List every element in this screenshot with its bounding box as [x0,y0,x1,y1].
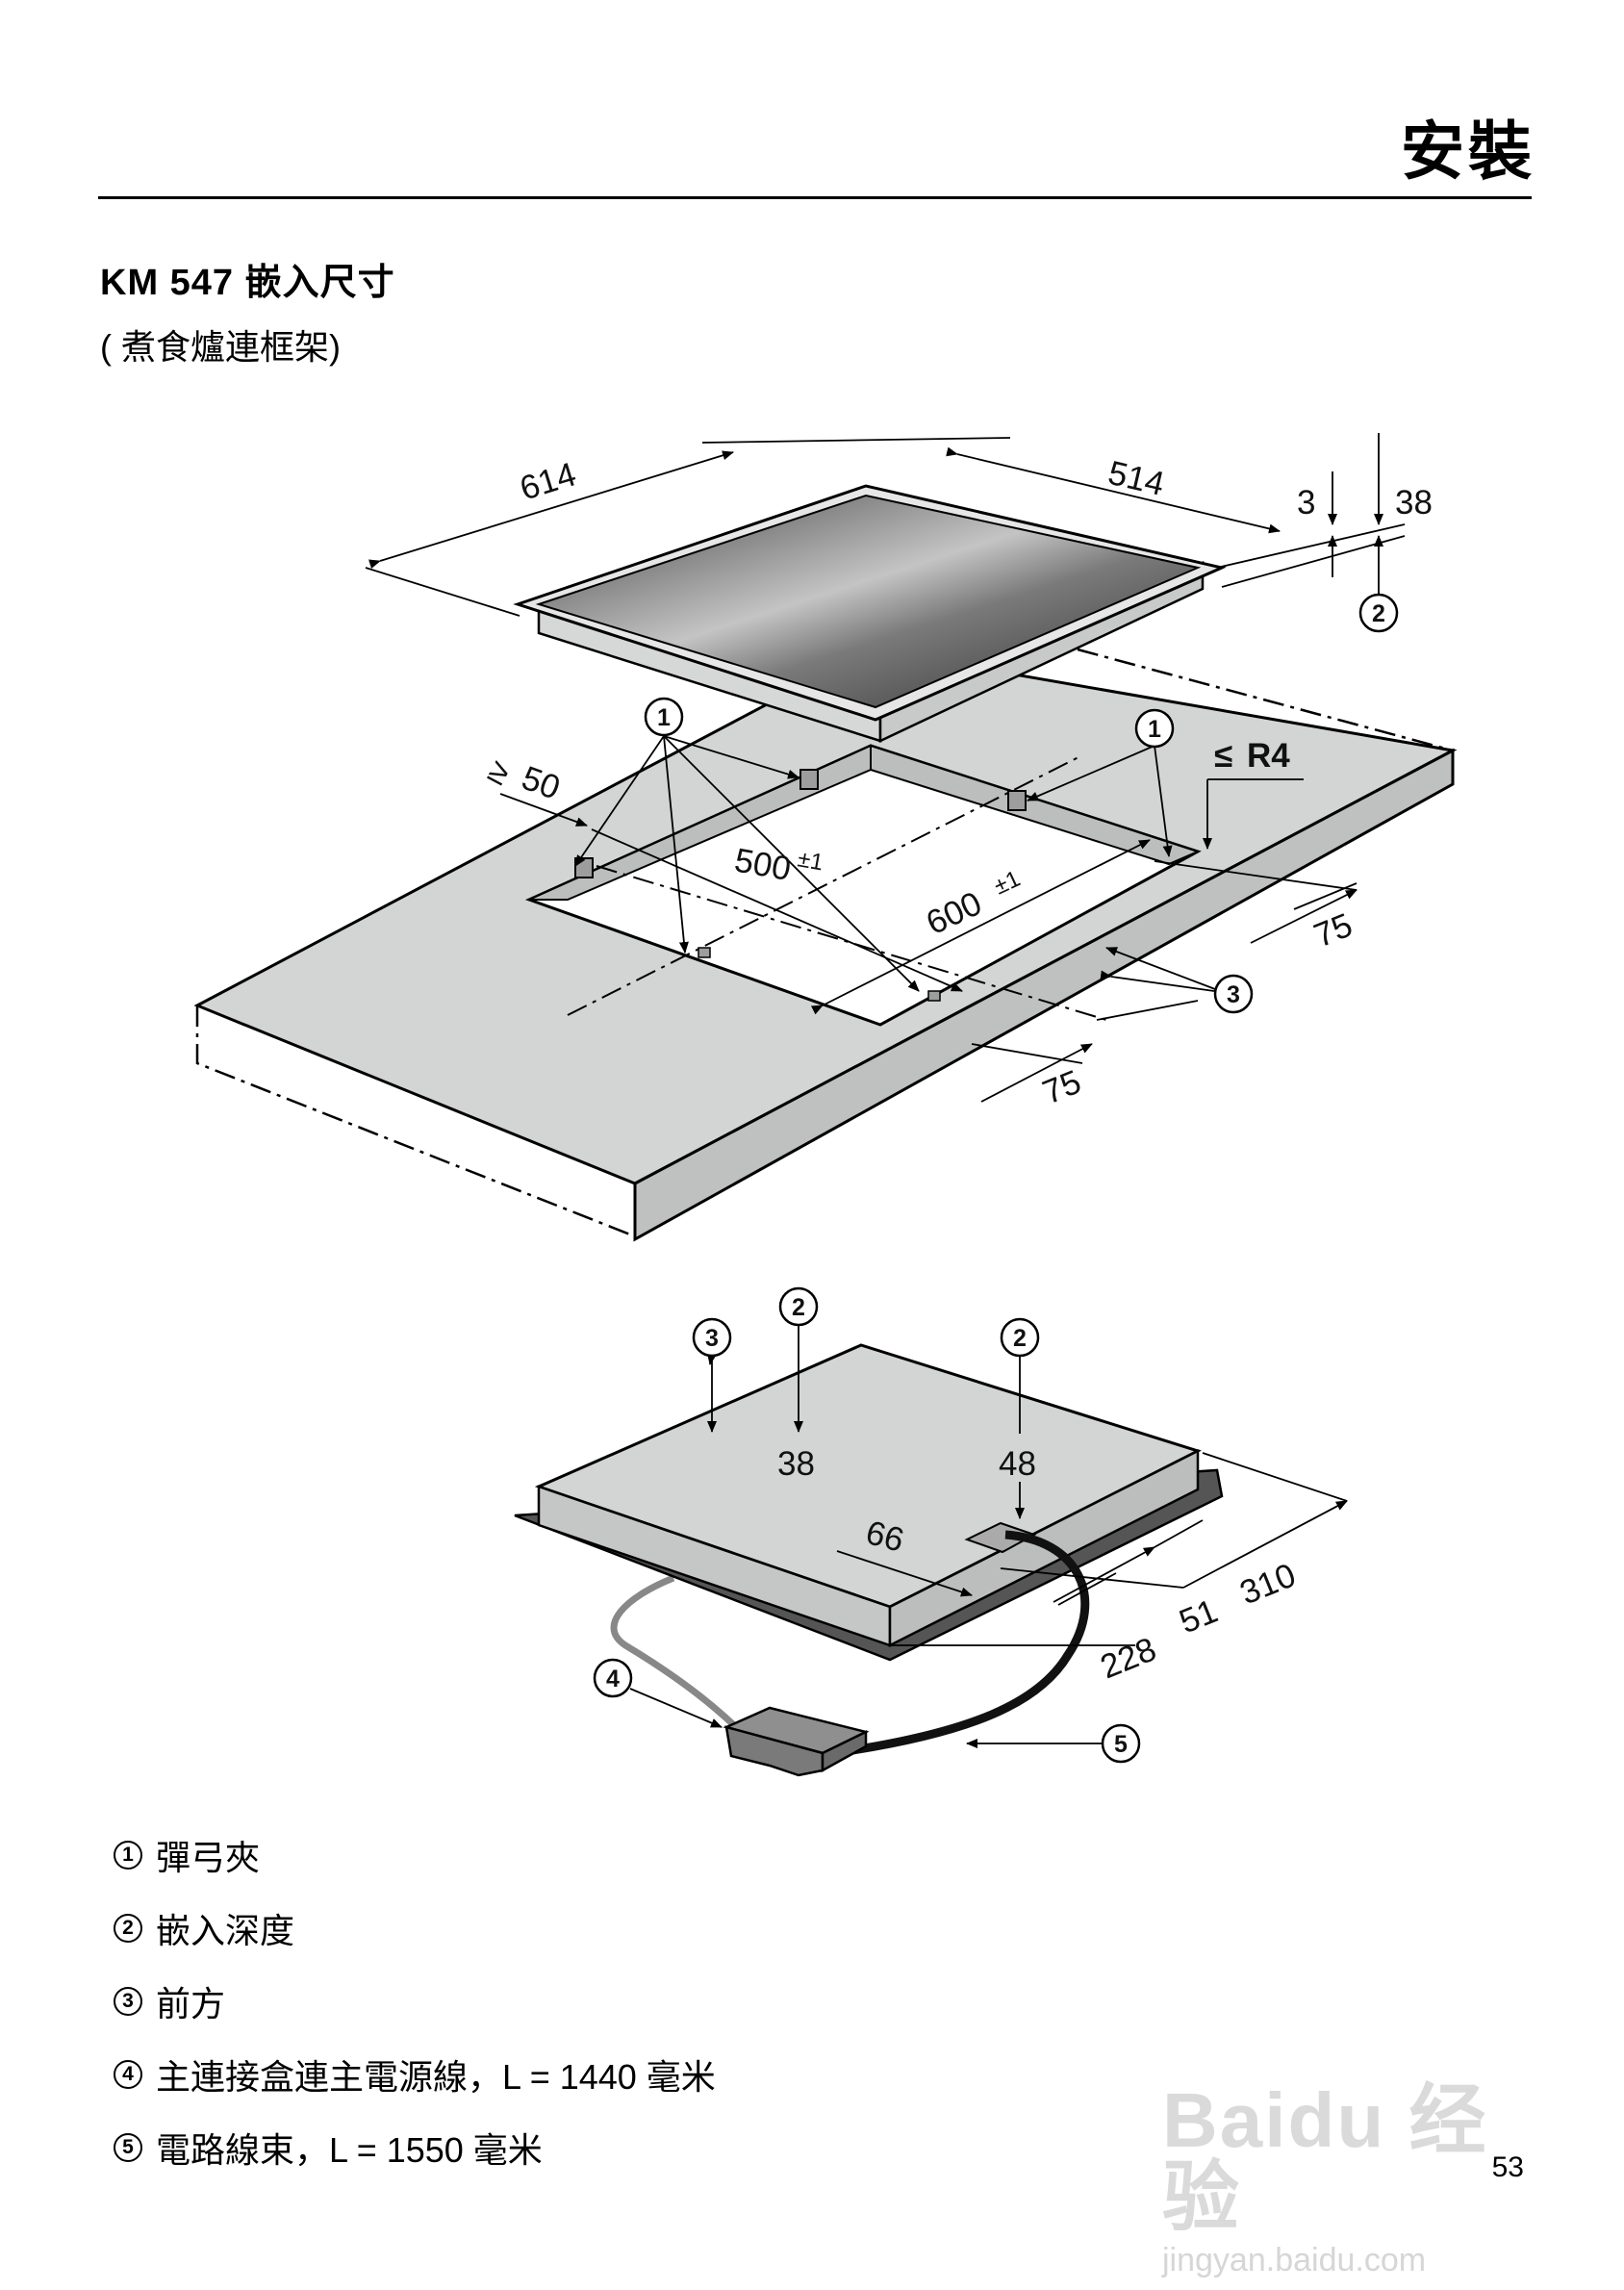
circuit-cable [846,1530,1090,1756]
dim-depth-right: 48 [999,1445,1036,1483]
dim-depth-left: 38 [777,1445,815,1483]
connection-box [723,1706,870,1777]
svg-text:2: 2 [1013,1325,1027,1352]
legend-number: 2 [114,1914,142,1943]
legend-number: 4 [114,2060,142,2089]
installation-diagram: 2 1 1 3 614 514 3 38 ≥ 50 ≤ R4 500 ±1 60… [193,433,1458,1777]
dim-frame: 3 [1297,484,1315,522]
worktop-extension-left [195,1005,636,1238]
svg-text:2: 2 [1372,600,1385,627]
dim-radius-prefix: ≤ [1214,737,1232,775]
callout-1: 1 [644,697,684,737]
legend-text: 彈弓夾 [156,1838,261,1877]
legend-text: 嵌入深度 [156,1911,295,1950]
hob-underside-diagram: 3 2 2 4 5 38 48 66 228 51 310 [514,1286,1348,1777]
page-number: 53 [1491,2151,1524,2183]
dim-cutout-depth-tol: ±1 [796,846,825,876]
watermark-logo: Baidu 经验 [1162,2077,1488,2240]
legend-item: 4 主連接盒連主電源線，L = 1440 毫米 [114,2038,716,2111]
page-subheading: ( 煮食爐連框架) [100,327,341,367]
legend-text: 電路線束，L = 1550 毫米 [156,2130,543,2170]
worktop-diagram: 2 1 1 3 614 514 3 38 ≥ 50 ≤ R4 500 ±1 60… [193,433,1458,1242]
legend-item: 1 彈弓夾 [114,1819,716,1892]
svg-text:3: 3 [705,1325,719,1352]
section-title: 安裝 [1401,115,1535,187]
dim-228: 228 [1095,1630,1161,1686]
hob-underside-top [534,1343,1202,1609]
legend-number: 1 [114,1841,142,1870]
svg-text:3: 3 [1227,981,1240,1008]
callout-2: 2 [1358,593,1399,633]
legend-number: 3 [114,1987,142,2016]
callout-5: 5 [1101,1723,1141,1764]
legend-item: 5 電路線束，L = 1550 毫米 [114,2111,716,2184]
svg-text:4: 4 [606,1666,620,1692]
spring-clip [574,769,1027,1002]
dim-clearance-prefix: ≥ [482,751,516,793]
mains-cable [610,1574,744,1735]
terminal-plate [964,1521,1037,1554]
dim-length: 614 [516,455,580,507]
worktop-extension-back [1077,648,1454,752]
callout-2: 2 [1000,1317,1040,1358]
dim-margin-front: 75 [1037,1063,1086,1112]
dim-clearance: 50 [517,759,565,807]
svg-text:1: 1 [1148,716,1161,743]
legend-number: 5 [114,2133,142,2162]
svg-text:2: 2 [792,1294,805,1321]
legend: 1 彈弓夾 2 嵌入深度 3 前方 4 主連接盒連主電源線，L = 1440 毫… [114,1819,716,2184]
page-heading: KM 547 嵌入尺寸 [100,263,395,303]
callout-2: 2 [778,1286,819,1327]
watermark-url: jingyan.baidu.com [1162,2242,1427,2278]
dim-310: 310 [1234,1556,1301,1612]
dim-51: 51 [1174,1592,1223,1641]
svg-text:1: 1 [657,704,671,731]
dim-width: 514 [1104,454,1168,503]
dim-depth: 38 [1395,484,1433,522]
worktop-left-edge [196,1005,636,1184]
dim-margin-right: 75 [1308,906,1358,955]
legend-item: 3 前方 [114,1965,716,2038]
legend-item: 2 嵌入深度 [114,1892,716,1965]
callout-1: 1 [1134,708,1175,749]
legend-text: 主連接盒連主電源線，L = 1440 毫米 [156,2057,716,2097]
dim-radius: R4 [1247,737,1290,775]
callout-4: 4 [593,1658,633,1698]
legend-text: 前方 [156,1984,226,2023]
hob-glass [535,494,1202,709]
watermark: Baidu 经验 jingyan.baidu.com [1162,2082,1539,2279]
header-rule [98,196,1532,199]
callout-3: 3 [1213,974,1254,1014]
svg-text:5: 5 [1114,1731,1128,1758]
callout-3: 3 [692,1317,732,1358]
